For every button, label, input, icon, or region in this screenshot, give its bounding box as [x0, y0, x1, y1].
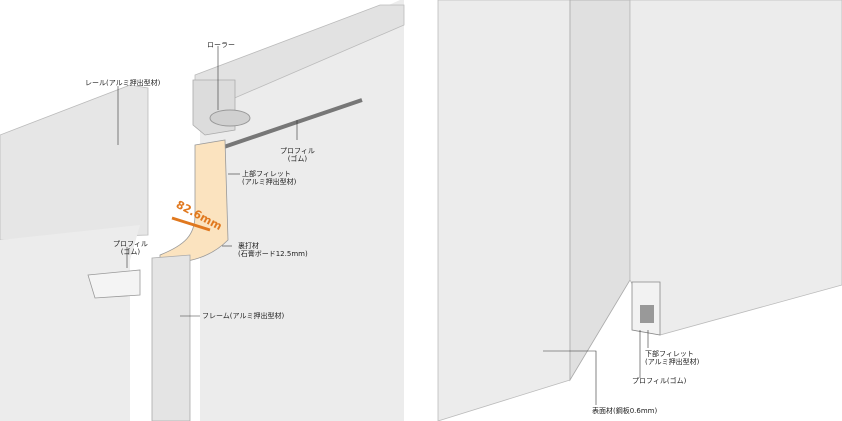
label-profile-top: プロフィル(ゴム): [280, 147, 315, 163]
label-upper-fillet: 上部フィレット(アルミ押出型材): [242, 170, 296, 186]
label-lower-fillet-line1: 下部フィレット: [645, 350, 694, 358]
label-profile-top-line2: (ゴム): [287, 155, 308, 163]
label-surface: 表面材(鋼板0.6mm): [592, 407, 658, 415]
label-backing-line2: (石膏ボード12.5mm): [238, 250, 308, 258]
label-backing-line1: 裏打材: [238, 242, 259, 250]
label-roller: ローラー: [207, 41, 235, 49]
left-lower-fillet: [87, 269, 141, 299]
label-profile-top-line1: プロフィル: [280, 147, 315, 155]
frame-profile: [151, 254, 191, 421]
label-lower-fillet-line2: (アルミ押出型材): [645, 358, 700, 366]
roller-housing: [192, 79, 236, 136]
panel-far-right: [629, 0, 842, 336]
surface-panel-right: [437, 0, 571, 421]
label-profile-left-line2: (ゴム): [120, 248, 141, 256]
label-profile-left-line1: プロフィル: [113, 240, 148, 248]
label-rail: レール(アルミ押出型材): [85, 79, 161, 87]
label-upper-fillet-line1: 上部フィレット: [242, 170, 291, 178]
backing-board: [159, 139, 229, 266]
label-backing: 裏打材(石膏ボード12.5mm): [238, 242, 308, 258]
label-lower-fillet: 下部フィレット(アルミ押出型材): [645, 350, 699, 366]
label-profile-left: プロフィル(ゴム): [113, 240, 148, 256]
dimension-arrow: [171, 216, 211, 232]
left-rail-panel: [0, 84, 149, 241]
lower-profile: [640, 305, 654, 323]
wall-panel-left: [200, 0, 404, 421]
label-profile-right: プロフィル(ゴム): [632, 377, 687, 385]
roller: [209, 109, 251, 127]
leader-lines: [117, 46, 649, 405]
profile-rod: [214, 98, 363, 152]
label-frame: フレーム(アルミ押出型材): [202, 312, 285, 320]
label-upper-fillet-line2: (アルミ押出型材): [242, 178, 297, 186]
